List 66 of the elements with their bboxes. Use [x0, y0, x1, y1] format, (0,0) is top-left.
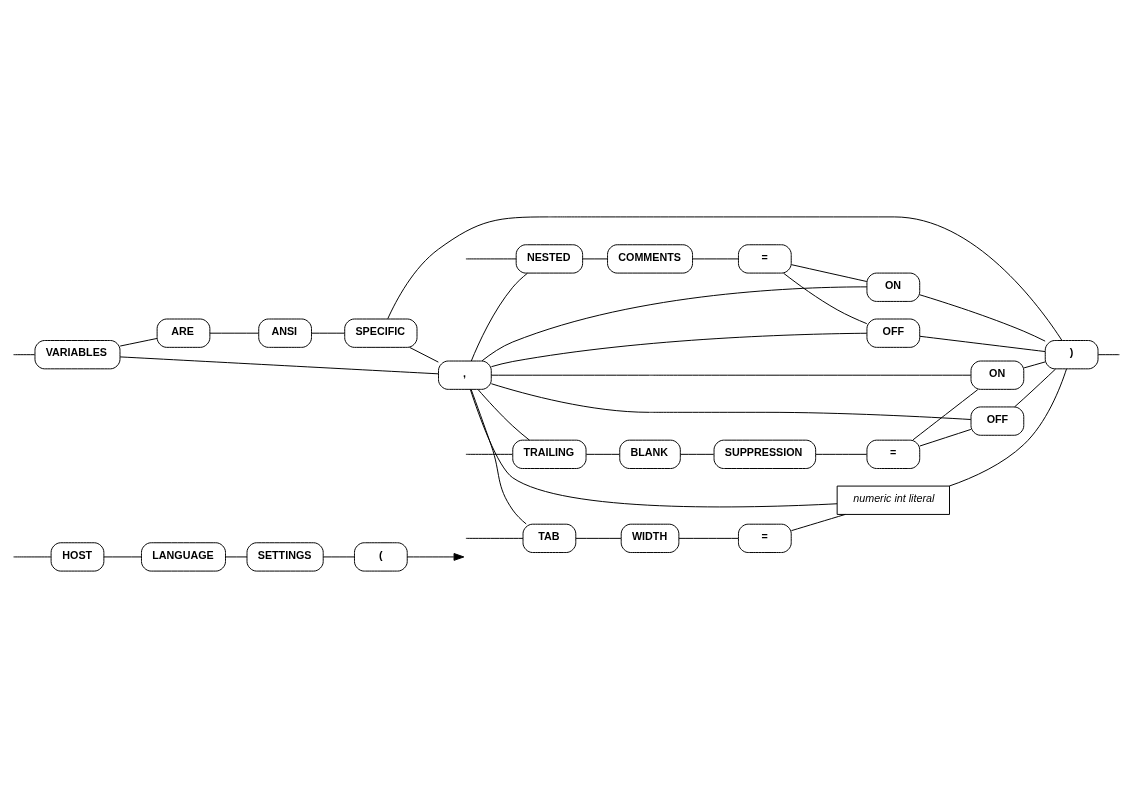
connector	[465, 258, 517, 260]
connector	[465, 537, 524, 539]
node-box: HOST	[50, 542, 105, 572]
connector	[409, 346, 439, 363]
connector	[477, 389, 530, 441]
connector	[919, 428, 972, 447]
node-box: OFF	[970, 406, 1025, 436]
connector	[119, 356, 439, 375]
connector	[490, 374, 972, 376]
connector	[470, 272, 528, 362]
connector	[209, 332, 259, 334]
arrow	[406, 553, 465, 561]
connector	[585, 453, 620, 455]
node-box: SETTINGS	[246, 542, 324, 572]
connector	[225, 556, 248, 558]
node-box: VARIABLES	[34, 340, 121, 370]
node-box: ,	[438, 360, 492, 390]
connector	[790, 264, 868, 282]
connector	[912, 389, 979, 441]
node-box: ARE	[156, 318, 211, 348]
connector	[311, 332, 345, 334]
connector	[322, 556, 355, 558]
connector	[13, 556, 52, 558]
connector	[1014, 368, 1057, 408]
connector	[678, 537, 739, 539]
node-box: SUPPRESSION	[713, 439, 817, 469]
node-box: =	[866, 439, 921, 469]
node-box: ANSI	[258, 318, 312, 348]
connector	[490, 332, 868, 368]
node-box: WIDTH	[620, 523, 680, 553]
connector	[575, 537, 622, 539]
connector	[490, 383, 972, 420]
node-box: COMMENTS	[607, 244, 694, 274]
connector	[387, 216, 1063, 341]
connector	[692, 258, 739, 260]
connector	[948, 368, 1067, 487]
connector	[679, 453, 715, 455]
node-box: =	[737, 523, 792, 553]
node-box: ON	[970, 360, 1025, 390]
connector	[119, 337, 158, 347]
node-box: SPECIFIC	[344, 318, 418, 348]
connector	[469, 389, 838, 508]
connector	[470, 388, 527, 525]
node-box: TAB	[522, 523, 577, 553]
connector	[815, 453, 868, 455]
node-box: NESTED	[515, 244, 584, 274]
connector	[465, 453, 513, 455]
connector	[919, 335, 1046, 353]
connector	[790, 513, 846, 532]
node-box: (	[354, 542, 408, 572]
connector	[1097, 354, 1120, 356]
node-box: OFF	[866, 318, 921, 348]
connector	[103, 556, 142, 558]
connector	[13, 354, 36, 356]
node-box: )	[1044, 340, 1099, 370]
node-box: =	[737, 244, 792, 274]
connector	[582, 258, 608, 260]
connector	[783, 272, 868, 325]
node-box: numeric int literal	[836, 485, 950, 515]
connector	[919, 294, 1046, 342]
connector	[1023, 361, 1046, 369]
connector	[481, 286, 868, 362]
node-box: BLANK	[619, 439, 681, 469]
node-box: ON	[866, 272, 921, 302]
node-box: TRAILING	[512, 439, 587, 469]
node-box: LANGUAGE	[141, 542, 226, 572]
